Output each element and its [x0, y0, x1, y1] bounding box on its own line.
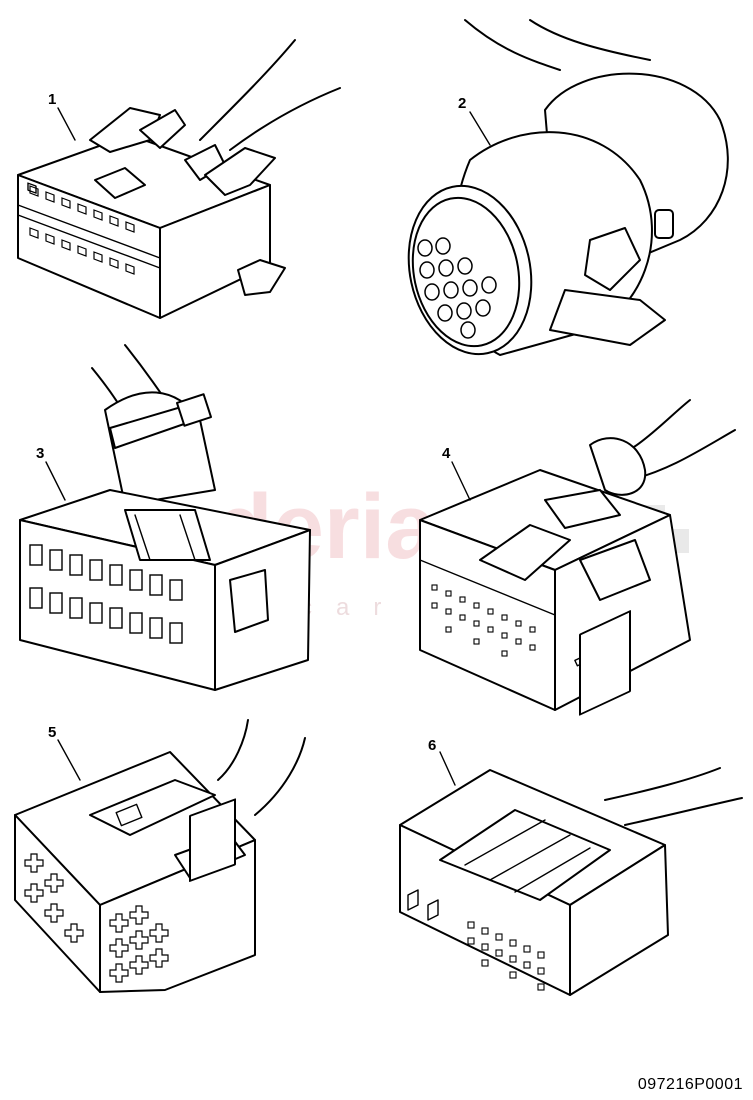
key-1 [94, 167, 146, 199]
latch-window [115, 803, 143, 827]
connector-4: 4 [419, 399, 736, 711]
pin-row-3b [29, 587, 183, 644]
cable-boot [589, 437, 647, 496]
leader-5 [57, 739, 81, 781]
lock-3 [229, 569, 269, 633]
connector-5: 5 [14, 719, 306, 993]
latch-4c [579, 539, 651, 601]
leader-4 [451, 461, 471, 501]
latch-1b [139, 109, 186, 149]
side-clip-6 [579, 610, 631, 716]
cable-5a [217, 719, 249, 781]
connector-6: 6 [399, 610, 743, 996]
pin-grid-6 [467, 921, 545, 991]
latch-4a [479, 524, 571, 581]
cable-3b [124, 344, 163, 396]
latch-1d [204, 147, 276, 196]
cable-1a [199, 39, 296, 141]
tie-head [175, 393, 213, 427]
connector-3: 3 [19, 344, 311, 691]
leader-6 [439, 751, 456, 786]
pin-row-1 [29, 185, 135, 233]
callout-6: 6 [428, 737, 436, 754]
connector-2: 2 [407, 19, 729, 356]
leader-3 [45, 461, 66, 501]
pin-cluster [417, 237, 497, 339]
latch-5 [89, 779, 216, 836]
tab-2 [654, 209, 674, 239]
clip-2 [584, 227, 641, 291]
callout-4: 4 [442, 445, 451, 462]
connector-1: 1 [17, 39, 341, 319]
callout-1: 1 [48, 91, 56, 108]
cable-6a [604, 767, 721, 801]
housing-6-side [569, 844, 669, 996]
cable-2a [464, 19, 561, 71]
callout-5: 5 [48, 724, 56, 741]
leader-1 [57, 107, 76, 141]
callout-3: 3 [36, 445, 44, 462]
latch-4b [544, 489, 621, 529]
leader-2 [469, 111, 491, 146]
latch-3 [124, 509, 211, 561]
pin-row-3a [29, 544, 183, 601]
pin-row-2 [29, 227, 135, 275]
inner-cavity [439, 809, 611, 901]
pin-grid-4 [431, 584, 536, 657]
cable-2b [529, 19, 651, 61]
cable-5b [254, 737, 306, 816]
callout-2: 2 [458, 95, 466, 112]
diagram-reference-code: 097216P0001 [637, 1076, 743, 1093]
side-clip-5 [189, 798, 236, 882]
foot-1 [237, 259, 286, 296]
cable-1b [229, 87, 341, 151]
cable-6b [624, 797, 743, 826]
cross-cavities-5 [24, 853, 169, 983]
latch-2 [549, 289, 666, 346]
